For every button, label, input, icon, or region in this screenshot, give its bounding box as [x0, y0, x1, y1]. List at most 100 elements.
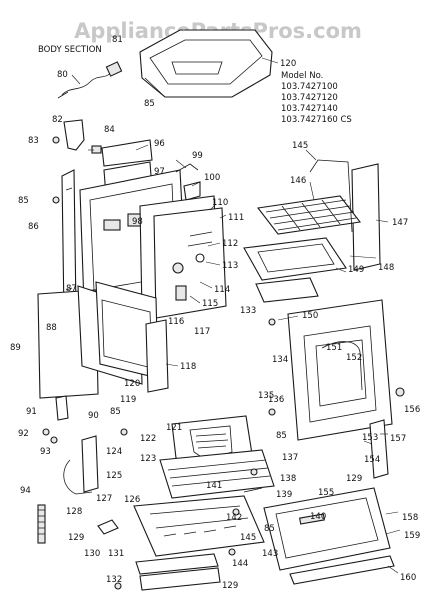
label-146: 146	[290, 176, 306, 186]
label-121: 121	[166, 423, 182, 433]
part-number-labels: 80 81 82 83 84 85 85 86 87 88 89 90 91 9…	[10, 35, 420, 591]
part-anti-tip-bracket	[63, 459, 93, 495]
label-152: 152	[346, 353, 362, 363]
label-140: 140	[310, 512, 326, 522]
label-83: 83	[28, 136, 39, 146]
part-cam	[97, 519, 119, 535]
label-129: 129	[346, 474, 362, 484]
label-97: 97	[154, 167, 165, 177]
label-81: 81	[112, 35, 123, 45]
part-right-side-panel	[351, 163, 381, 271]
label-148: 148	[378, 263, 394, 273]
label-144: 144	[232, 559, 248, 569]
label-134: 134	[272, 355, 288, 365]
label-132: 132	[106, 575, 122, 585]
part-hinge-bracket	[55, 395, 69, 421]
label-129: 129	[68, 533, 84, 543]
label-116: 116	[168, 317, 184, 327]
label-84: 84	[104, 125, 115, 135]
part-screws	[52, 136, 276, 590]
label-135: 135	[258, 391, 274, 401]
label-126: 126	[124, 495, 140, 505]
label-133: 133	[240, 306, 256, 316]
label-85: 85	[18, 196, 29, 206]
label-124: 124	[106, 447, 122, 457]
part-retainer-clip	[243, 487, 263, 493]
part-door-handle	[369, 419, 389, 479]
label-82: 82	[52, 115, 63, 125]
label-89: 89	[10, 343, 21, 353]
label-99: 99	[192, 151, 203, 161]
label-122: 122	[140, 434, 156, 444]
label-153: 153	[362, 433, 378, 443]
label-114: 114	[214, 285, 230, 295]
part-heat-shield	[153, 207, 227, 319]
label-88: 88	[46, 323, 57, 333]
label-100: 100	[204, 173, 220, 183]
label-145: 145	[240, 533, 256, 543]
label-87: 87	[66, 284, 77, 294]
label-123: 123	[140, 454, 156, 464]
part-side-liner	[77, 281, 159, 385]
part-rack-support	[309, 159, 353, 233]
part-drawer-trim	[289, 555, 395, 585]
label-91: 91	[26, 407, 37, 417]
part-oven-door	[287, 299, 393, 441]
part-wire-clip	[175, 163, 199, 173]
part-broiler-grid	[159, 449, 275, 499]
model-header: Model No.	[281, 71, 323, 81]
part-oven-floor	[255, 277, 319, 303]
label-159: 159	[404, 531, 420, 541]
part-drawer-rail	[135, 553, 221, 591]
label-113: 113	[222, 261, 238, 271]
part-top-cover	[139, 29, 273, 98]
label-111: 111	[228, 213, 244, 223]
label-136: 136	[268, 395, 284, 405]
leader-lines	[71, 57, 401, 574]
part-control-components	[172, 231, 213, 301]
label-155: 155	[318, 488, 334, 498]
label-90: 90	[88, 411, 99, 421]
label-112: 112	[222, 239, 238, 249]
part-screw	[50, 436, 58, 444]
section-title: BODY SECTION	[38, 45, 102, 55]
label-142: 142	[226, 513, 242, 523]
label-150: 150	[302, 311, 318, 321]
part-power-cord	[57, 61, 123, 99]
label-96: 96	[154, 139, 165, 149]
part-upper-bracket	[101, 139, 153, 167]
label-156: 156	[404, 405, 420, 415]
label-85: 85	[144, 99, 155, 109]
label-93: 93	[40, 447, 51, 457]
part-leveling-bracket	[81, 435, 99, 493]
part-support-rail	[145, 319, 169, 393]
label-117: 117	[194, 327, 210, 337]
label-151: 151	[326, 343, 342, 353]
label-120: 120	[124, 379, 140, 389]
label-129: 129	[222, 581, 238, 591]
model-number: 103.7427140	[281, 104, 338, 114]
part-oven-rack	[256, 195, 362, 235]
label-149: 149	[348, 265, 364, 275]
label-98: 98	[132, 217, 143, 227]
label-147: 147	[392, 218, 408, 228]
label-139: 139	[276, 490, 292, 500]
label-128: 128	[66, 507, 82, 517]
label-125: 125	[106, 471, 122, 481]
part-storage-drawer	[263, 487, 391, 571]
label-154: 154	[364, 455, 380, 465]
label-85: 85	[110, 407, 121, 417]
label-143: 143	[262, 549, 278, 559]
label-120: 120	[280, 59, 296, 69]
label-141: 141	[206, 481, 222, 491]
label-94: 94	[20, 486, 31, 496]
label-130: 130	[84, 549, 100, 559]
label-145: 145	[292, 141, 308, 151]
label-158: 158	[402, 513, 418, 523]
part-door-bumper	[395, 387, 405, 397]
part-drawer-bottom	[133, 495, 265, 557]
model-number: 103.7427120	[281, 93, 338, 103]
part-screw	[42, 428, 50, 436]
part-clip	[91, 145, 102, 154]
label-92: 92	[18, 429, 29, 439]
